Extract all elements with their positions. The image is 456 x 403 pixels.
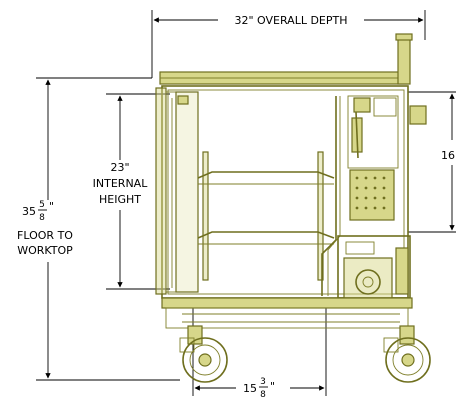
compressor-compartment — [337, 235, 411, 299]
internal-height-line2: HEIGHT — [99, 193, 141, 206]
right-caster — [383, 325, 431, 383]
bottom-width-den: 8 — [260, 390, 266, 400]
floor-to-worktop-den: 8 — [39, 213, 45, 223]
right-height-dimension: 16 — [408, 91, 456, 233]
right-height-label: 16 — [441, 149, 455, 162]
floor-to-worktop-num: 5 — [39, 200, 45, 210]
evaporator-coil — [349, 169, 395, 221]
side-handle — [409, 105, 427, 125]
overall-depth-label: 32" OVERALL DEPTH — [234, 14, 347, 27]
internal-height-dimension: 23" INTERNAL HEIGHT — [93, 93, 170, 290]
lower-shelf — [197, 231, 335, 245]
base-frame — [161, 297, 413, 329]
upper-shelf — [197, 171, 335, 185]
floor-to-worktop-dimension: 35 5 8 " FLOOR TO WORKTOP — [17, 77, 180, 381]
bottom-width-dimension: 15 3 8 " — [192, 300, 327, 400]
backsplash — [395, 33, 413, 85]
worktop — [159, 71, 409, 85]
door — [155, 87, 199, 295]
floor-to-worktop-line2: WORKTOP — [17, 244, 73, 257]
floor-to-worktop-inch: " — [49, 200, 54, 213]
internal-height-value: 23" — [110, 161, 129, 174]
evaporator-unit — [347, 95, 399, 169]
floor-to-worktop-line1: FLOOR TO — [17, 229, 73, 242]
internal-height-line1: INTERNAL — [93, 177, 149, 190]
interior-divider — [321, 96, 341, 296]
bottom-width-num: 3 — [260, 377, 266, 387]
overall-depth-dimension: 32" OVERALL DEPTH — [151, 10, 426, 78]
left-caster — [179, 325, 228, 383]
bottom-width-inch: " — [270, 380, 275, 393]
bottom-width-whole: 15 — [243, 382, 257, 395]
floor-to-worktop-whole: 35 — [22, 205, 36, 218]
shelf-rails — [202, 151, 324, 281]
